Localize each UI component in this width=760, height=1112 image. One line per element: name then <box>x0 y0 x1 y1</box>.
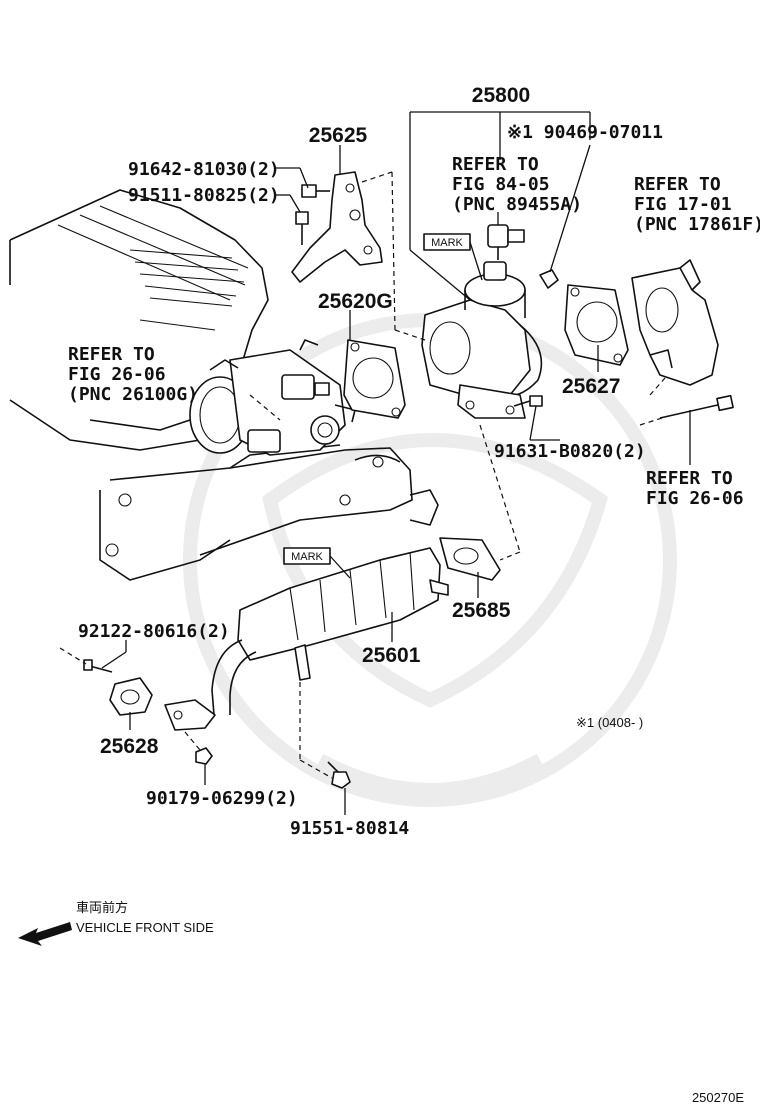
refer-17-01-line3: (PNC 17861F) <box>634 214 760 235</box>
refer-26-06b-line1: REFER TO <box>646 468 733 489</box>
bolt-91551 <box>327 761 351 789</box>
gasket-25627 <box>564 284 629 366</box>
label-90179: 90179-06299(2) <box>146 788 298 809</box>
bolt-91511 <box>295 211 309 245</box>
label-25685: 25685 <box>452 599 511 622</box>
sensor-89455a <box>487 224 525 260</box>
label-91511: 91511-80825(2) <box>128 185 280 206</box>
refer-26-06a-line2: FIG 26-06 <box>68 364 166 385</box>
mark-tag-top: MARK <box>423 233 483 281</box>
label-91631: 91631-B0820(2) <box>494 441 646 462</box>
engine-block <box>9 189 439 581</box>
refer-26-06a-line1: REFER TO <box>68 344 155 365</box>
label-91642: 91642-81030(2) <box>128 159 280 180</box>
long-bolt <box>659 394 734 419</box>
gasket-25620g <box>343 339 406 419</box>
dashed-lines <box>59 171 666 779</box>
throttle-body <box>189 339 356 456</box>
direction-en: VEHICLE FRONT SIDE <box>76 920 214 935</box>
egr-valve-25800 <box>421 261 543 419</box>
gasket-25628 <box>109 677 153 716</box>
front-arrow-icon <box>18 922 72 946</box>
label-25627: 25627 <box>562 375 620 398</box>
bracket-25625 <box>291 171 383 283</box>
refer-17-01-line2: FIG 17-01 <box>634 194 732 215</box>
refer-84-05-line1: REFER TO <box>452 154 539 175</box>
mark-tag-top-text: MARK <box>431 237 463 249</box>
refer-84-05-line3: (PNC 89455A) <box>452 194 582 215</box>
refer-17-01-line1: REFER TO <box>634 174 721 195</box>
egr-cooler-25601 <box>164 547 449 731</box>
pipe-flange-17861f <box>631 259 719 386</box>
label-25601: 25601 <box>362 644 421 667</box>
footnote: ※1 (0408- ) <box>576 715 643 730</box>
stud-92122 <box>83 659 113 673</box>
gasket-25685 <box>439 537 501 581</box>
label-90469: ※1 90469-07011 <box>507 122 663 143</box>
bolt-91642 <box>301 184 330 198</box>
figure-code: 250270E <box>692 1090 744 1105</box>
refer-84-05-line2: FIG 84-05 <box>452 174 550 195</box>
clip-90469 <box>539 269 559 289</box>
mark-tag-lower-text: MARK <box>291 551 323 563</box>
refer-26-06b-line2: FIG 26-06 <box>646 488 744 509</box>
direction-jp: 車両前方 <box>76 900 128 915</box>
label-91551: 91551-80814 <box>290 818 409 839</box>
nut-90179 <box>195 747 213 765</box>
vehicle-front-indicator: 車両前方 VEHICLE FRONT SIDE <box>18 900 214 946</box>
label-25800: 25800 <box>472 84 530 107</box>
leader-lines <box>101 111 691 815</box>
refer-26-06a-line3: (PNC 26100G) <box>68 384 198 405</box>
label-92122: 92122-80616(2) <box>78 621 230 642</box>
label-25628: 25628 <box>100 735 159 758</box>
label-25620g: 25620G <box>318 290 393 313</box>
label-25625: 25625 <box>309 124 368 147</box>
mark-tag-lower: MARK <box>283 547 351 579</box>
